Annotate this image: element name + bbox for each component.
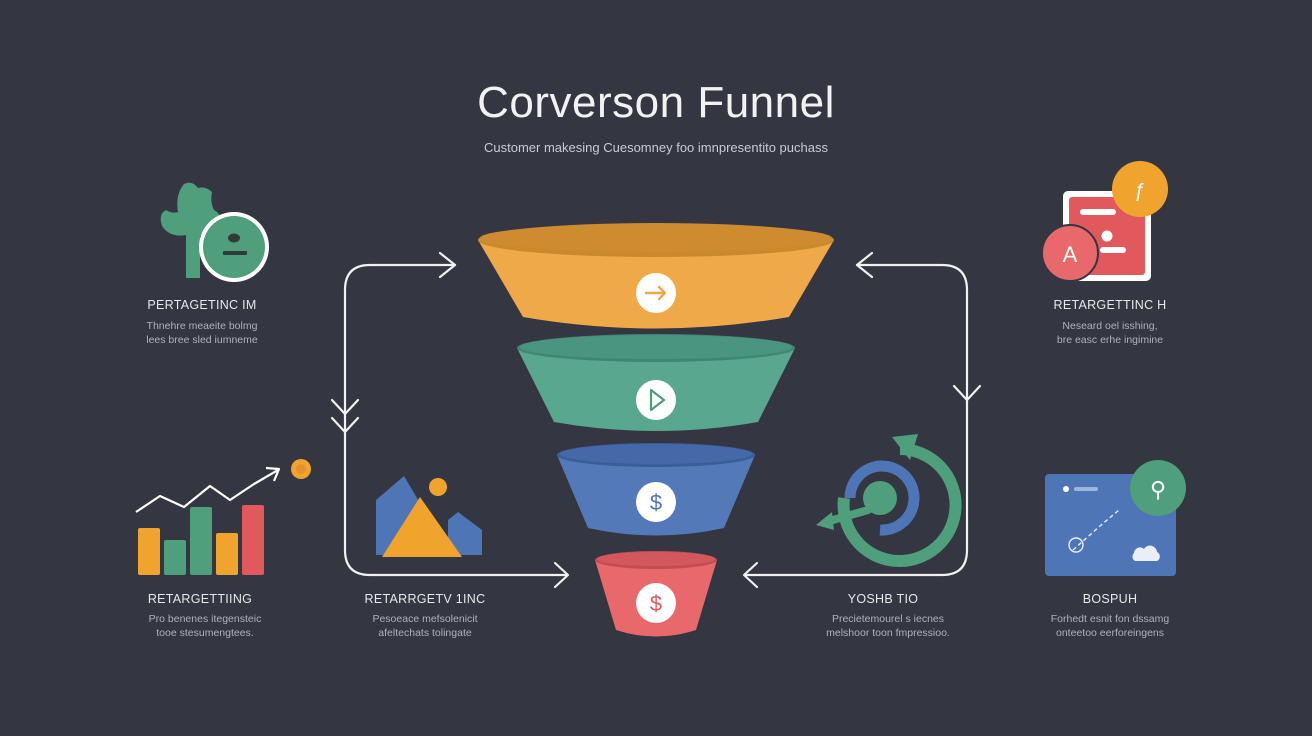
bottom-mid-right-desc-1: Precietemourel s iecnes <box>831 613 945 625</box>
bottom-mid-left-desc-2: afeltechats tolingate <box>378 627 472 639</box>
top-left-desc-1: Thnehre meaeite bolmg <box>146 320 258 332</box>
bar-chart-icon <box>135 459 311 575</box>
dollar-icon: $ <box>636 583 676 623</box>
bottom-mid-right-label: YOSHB TIO <box>847 592 919 606</box>
bottom-left-desc-2: tooe stesumengtees. <box>156 627 254 639</box>
bottom-mid-left-desc-1: Pesoeace mefsolenicit <box>372 613 478 625</box>
funnel: $ $ <box>478 223 834 637</box>
bottom-right-desc-1: Forhedt esnit fon dssamg <box>1050 613 1170 625</box>
map-card-icon: ⚲ <box>1045 460 1186 576</box>
top-right-desc-2: bre easc erhe ingimine <box>1056 334 1164 346</box>
svg-text:A: A <box>1063 242 1078 267</box>
top-right-desc-1: Neseard oel isshing, <box>1062 320 1158 332</box>
bottom-mid-right-desc-2: melshoor toon fmpressioo. <box>826 627 950 639</box>
mountain-icon <box>376 476 482 557</box>
svg-text:$: $ <box>650 490 662 515</box>
play-icon <box>636 380 676 420</box>
bottom-right-desc-2: onteetoo eerforeingens <box>1056 627 1164 639</box>
bottom-left-desc-1: Pro benenes itegensteic <box>148 613 262 625</box>
left-loop-connector <box>330 251 570 589</box>
page-subtitle: Customer makesing Cuesomney foo imnprese… <box>484 140 828 155</box>
dollar-icon: $ <box>636 482 676 522</box>
target-cycle-icon <box>816 434 962 567</box>
arrow-right-icon <box>636 273 676 313</box>
plant-badge-icon <box>160 182 269 282</box>
bottom-mid-left-label: RETARRGETV 1INC <box>364 592 486 606</box>
profile-card-icon: A ƒ <box>1041 161 1168 282</box>
svg-text:$: $ <box>650 591 662 616</box>
bottom-left-label: RETARGETTIING <box>147 592 253 606</box>
top-right-label: RETARGETTINC H <box>1053 298 1167 312</box>
right-loop-connector <box>742 251 982 589</box>
bottom-right-label: BOSPUH <box>1082 592 1138 606</box>
svg-text:⚲: ⚲ <box>1150 478 1166 503</box>
top-left-label: PERTAGETINC IM <box>147 298 257 312</box>
page-title: Corverson Funnel <box>477 78 835 127</box>
top-left-desc-2: lees bree sled iumneme <box>146 334 258 346</box>
svg-text:ƒ: ƒ <box>1134 180 1145 202</box>
